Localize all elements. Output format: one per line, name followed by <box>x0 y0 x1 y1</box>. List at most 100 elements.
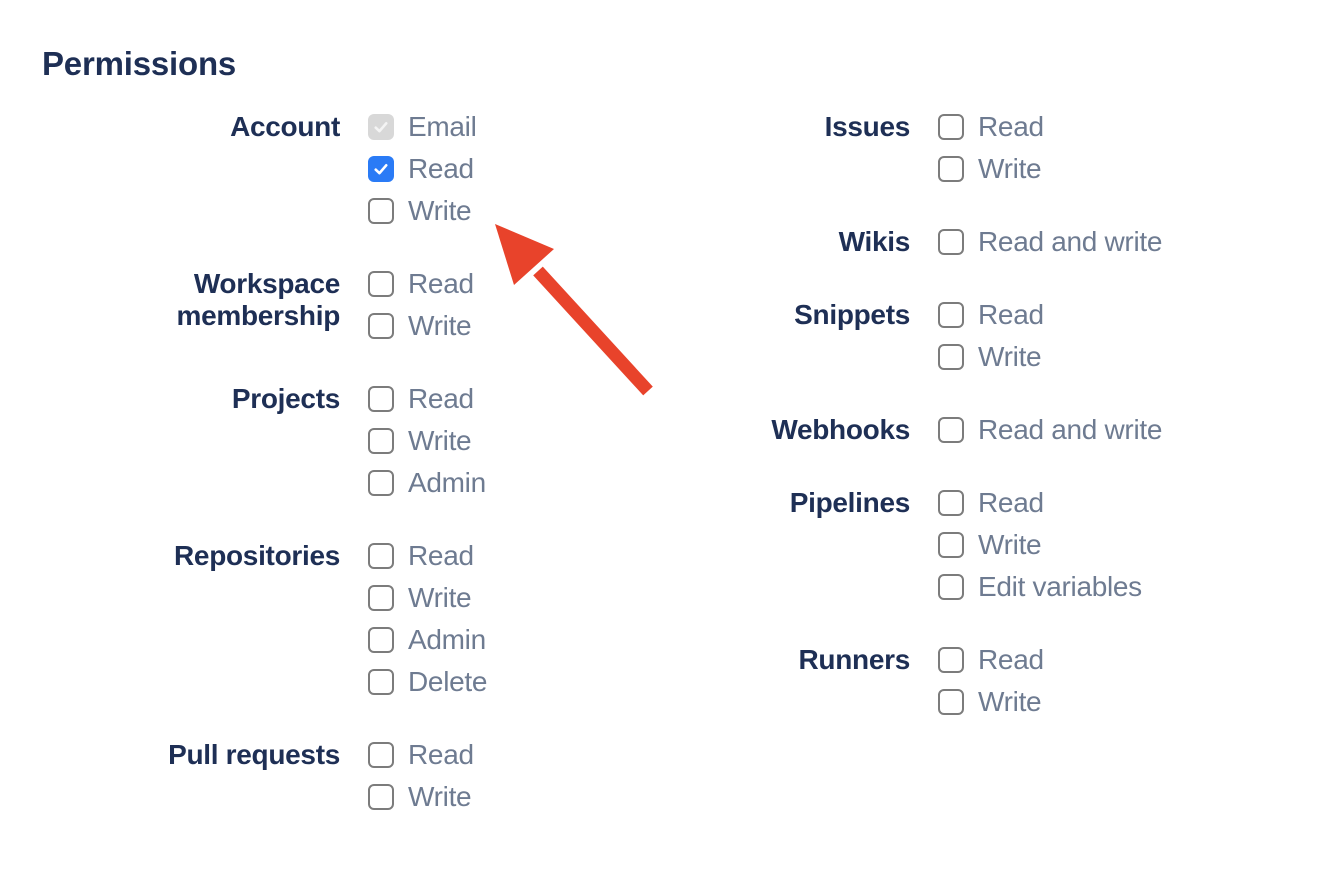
checkbox-label: Read <box>978 111 1044 142</box>
checkbox-row-webhooks-read-and-write[interactable]: Read and write <box>938 414 1163 445</box>
checkbox-pull-requests-read[interactable] <box>368 742 394 768</box>
checkbox-label: Edit variables <box>978 571 1142 602</box>
checkbox-label: Write <box>978 686 1042 717</box>
checkbox-row-account-read[interactable]: Read <box>368 153 477 184</box>
checkbox-account-read[interactable] <box>368 156 394 182</box>
checkbox-workspace-membership-read[interactable] <box>368 271 394 297</box>
checkbox-label: Read <box>978 299 1044 330</box>
checkbox-row-workspace-membership-read[interactable]: Read <box>368 268 474 299</box>
checkbox-pull-requests-write[interactable] <box>368 784 394 810</box>
checkbox-label: Write <box>408 425 472 456</box>
checkbox-row-account-write[interactable]: Write <box>368 195 477 226</box>
checkbox-row-snippets-read[interactable]: Read <box>938 299 1044 330</box>
group-label-wikis: Wikis <box>838 226 911 257</box>
checkbox-repositories-read[interactable] <box>368 543 394 569</box>
check-icon <box>374 122 388 133</box>
checkbox-row-repositories-delete[interactable]: Delete <box>368 666 488 697</box>
checkbox-row-account-email: Email <box>368 111 477 142</box>
permission-group-webhooks: Webhooks Read and write <box>700 414 1163 459</box>
checkbox-projects-admin[interactable] <box>368 470 394 496</box>
checkbox-label: Delete <box>408 666 488 697</box>
group-label-account: Account <box>230 111 340 142</box>
group-label-pull-requests: Pull requests <box>168 739 340 770</box>
checkbox-account-email <box>368 114 394 140</box>
group-label-webhooks: Webhooks <box>771 414 910 445</box>
checkbox-row-projects-write[interactable]: Write <box>368 425 486 456</box>
group-label-workspace-membership: Workspace membership <box>176 268 341 331</box>
checkbox-row-repositories-admin[interactable]: Admin <box>368 624 487 655</box>
checkbox-label: Read and write <box>978 226 1163 257</box>
checkbox-label: Read <box>978 487 1044 518</box>
check-icon <box>374 164 388 175</box>
checkbox-row-repositories-read[interactable]: Read <box>368 540 487 571</box>
checkbox-pipelines-edit-variables[interactable] <box>938 574 964 600</box>
permission-group-wikis: Wikis Read and write <box>700 226 1163 271</box>
checkbox-label: Write <box>408 195 472 226</box>
checkbox-row-projects-admin[interactable]: Admin <box>368 467 486 498</box>
checkbox-projects-read[interactable] <box>368 386 394 412</box>
checkbox-label: Write <box>408 582 472 613</box>
checkbox-row-pull-requests-write[interactable]: Write <box>368 781 474 812</box>
checkbox-row-workspace-membership-write[interactable]: Write <box>368 310 474 341</box>
checkbox-row-pipelines-write[interactable]: Write <box>938 529 1142 560</box>
checkbox-account-write[interactable] <box>368 198 394 224</box>
checkbox-row-runners-read[interactable]: Read <box>938 644 1044 675</box>
checkbox-issues-write[interactable] <box>938 156 964 182</box>
group-label-pipelines: Pipelines <box>789 487 911 518</box>
checkbox-workspace-membership-write[interactable] <box>368 313 394 339</box>
checkbox-pipelines-read[interactable] <box>938 490 964 516</box>
checkbox-row-issues-write[interactable]: Write <box>938 153 1044 184</box>
checkbox-group: Read and write <box>938 226 1163 271</box>
checkbox-projects-write[interactable] <box>368 428 394 454</box>
checkbox-label: Write <box>978 341 1042 372</box>
checkbox-snippets-read[interactable] <box>938 302 964 328</box>
checkbox-row-pipelines-edit-variables[interactable]: Edit variables <box>938 571 1142 602</box>
checkbox-webhooks-read-and-write[interactable] <box>938 417 964 443</box>
checkbox-row-issues-read[interactable]: Read <box>938 111 1044 142</box>
checkbox-row-pull-requests-read[interactable]: Read <box>368 739 474 770</box>
checkbox-snippets-write[interactable] <box>938 344 964 370</box>
checkbox-row-pipelines-read[interactable]: Read <box>938 487 1142 518</box>
checkbox-label: Read <box>408 153 474 184</box>
checkbox-label: Read <box>408 268 474 299</box>
checkbox-label: Write <box>978 529 1042 560</box>
checkbox-label: Admin <box>408 624 486 655</box>
checkbox-row-runners-write[interactable]: Write <box>938 686 1044 717</box>
group-label-repositories: Repositories <box>174 540 340 571</box>
checkbox-row-repositories-write[interactable]: Write <box>368 582 487 613</box>
checkbox-runners-write[interactable] <box>938 689 964 715</box>
checkbox-runners-read[interactable] <box>938 647 964 673</box>
checkbox-pipelines-write[interactable] <box>938 532 964 558</box>
checkbox-wikis-read-and-write[interactable] <box>938 229 964 255</box>
checkbox-repositories-admin[interactable] <box>368 627 394 653</box>
checkbox-label: Admin <box>408 467 486 498</box>
checkbox-repositories-delete[interactable] <box>368 669 394 695</box>
checkbox-row-projects-read[interactable]: Read <box>368 383 486 414</box>
checkbox-row-wikis-read-and-write[interactable]: Read and write <box>938 226 1163 257</box>
checkbox-label: Write <box>408 781 472 812</box>
checkbox-label: Read and write <box>978 414 1163 445</box>
checkbox-label: Read <box>408 540 474 571</box>
checkbox-repositories-write[interactable] <box>368 585 394 611</box>
page-title: Permissions <box>42 45 237 82</box>
checkbox-row-snippets-write[interactable]: Write <box>938 341 1044 372</box>
group-label-issues: Issues <box>824 111 911 142</box>
checkbox-issues-read[interactable] <box>938 114 964 140</box>
